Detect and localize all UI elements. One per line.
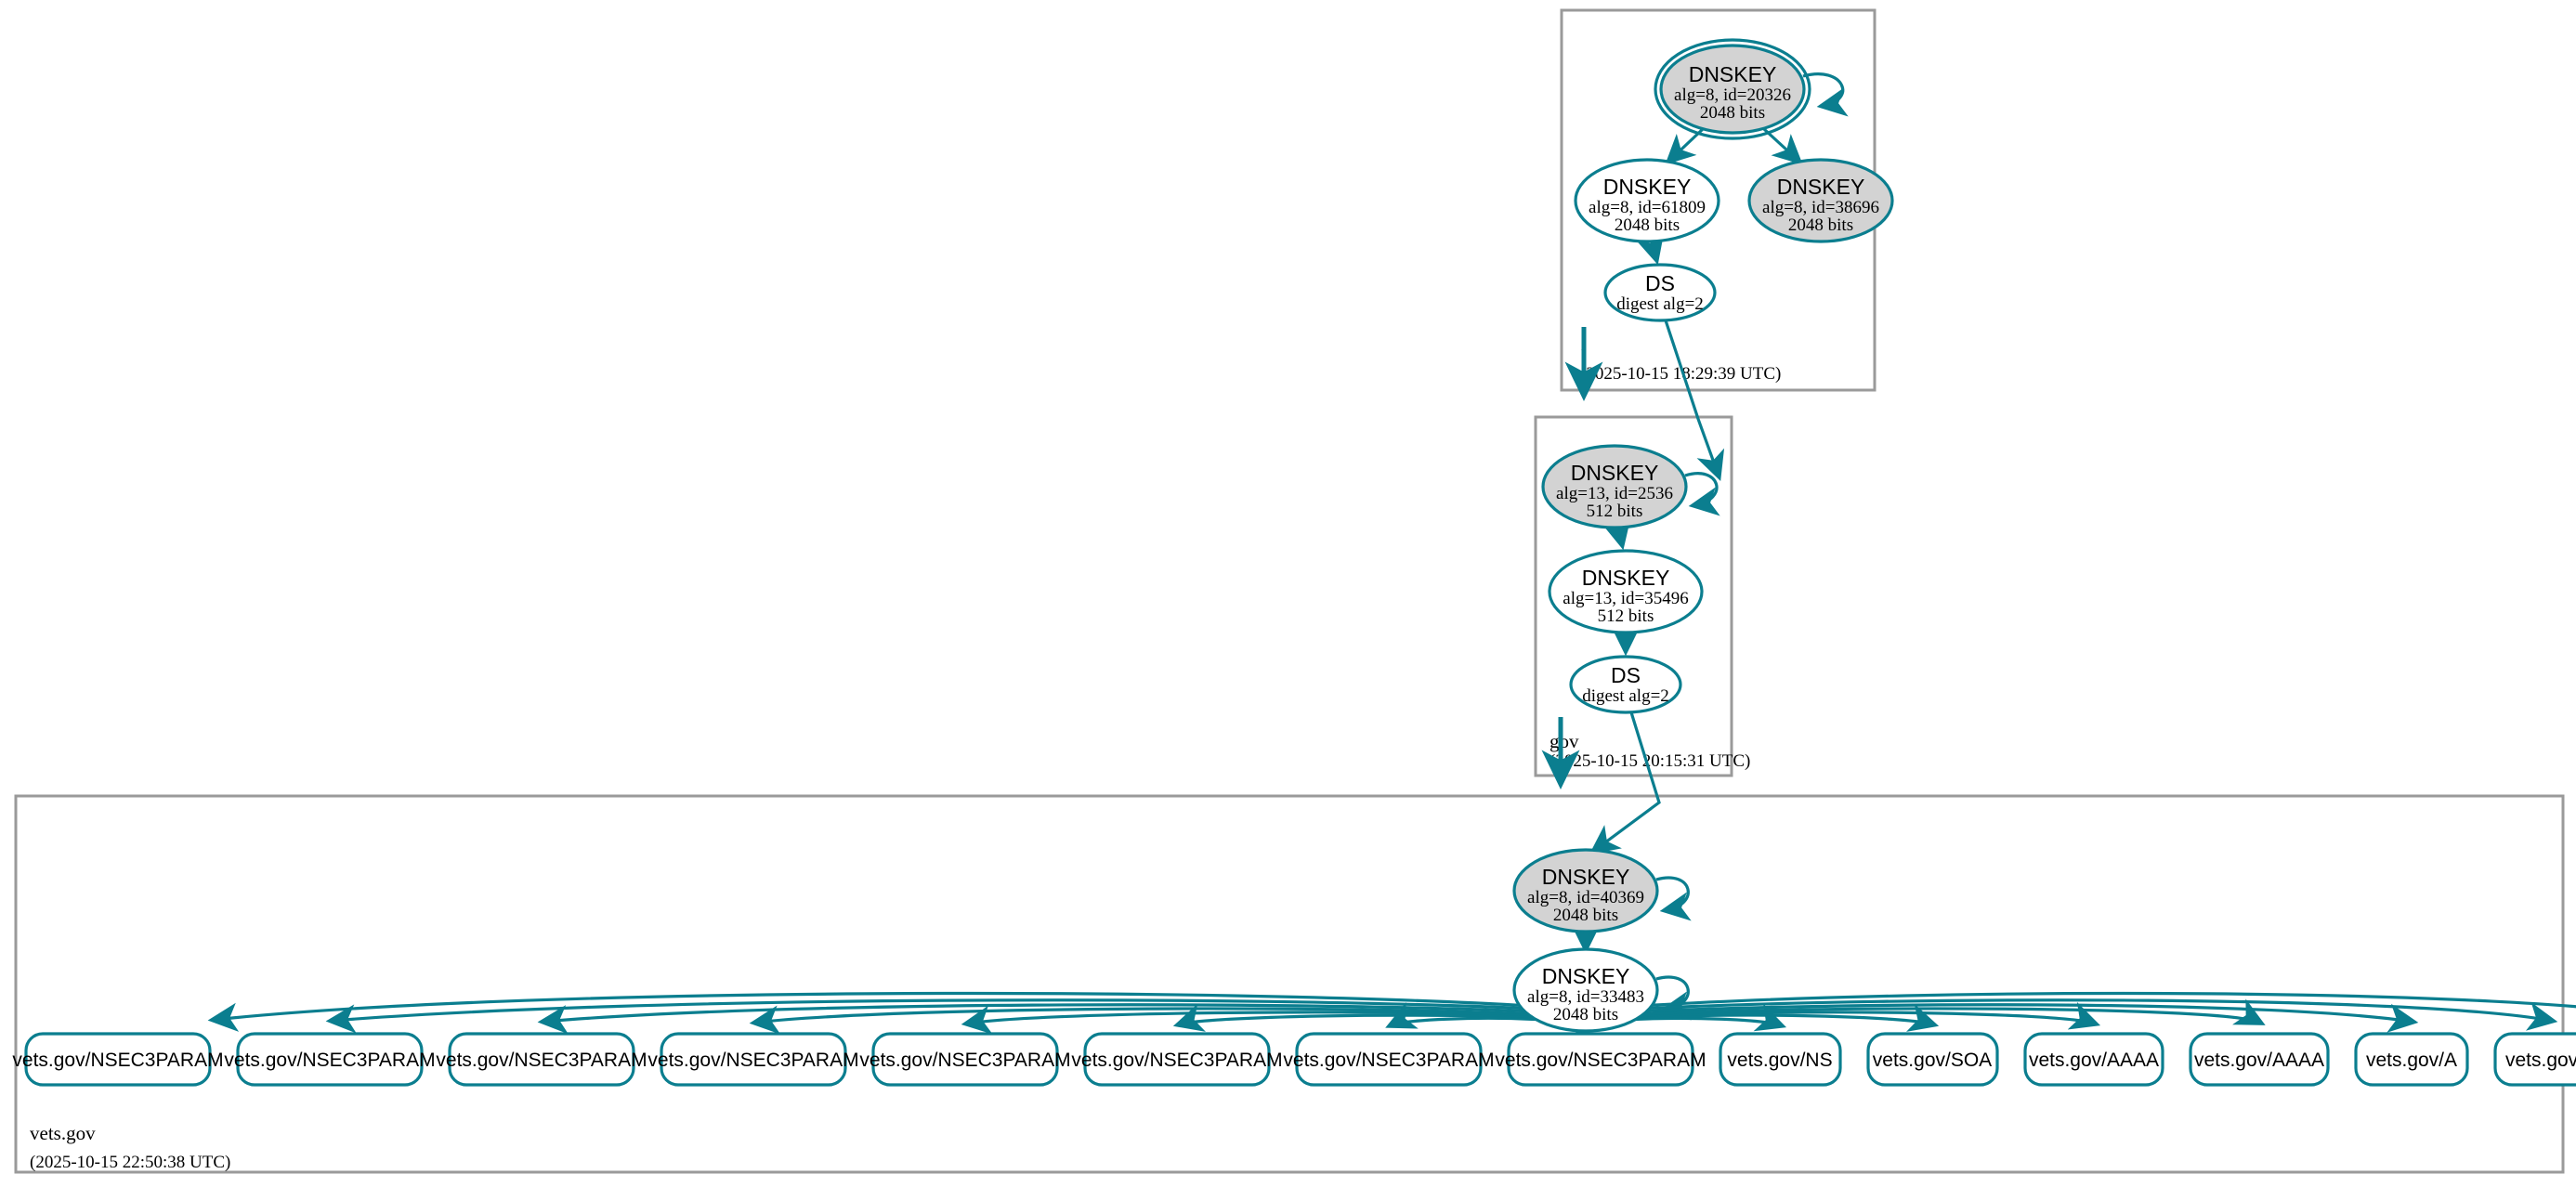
node-alg-id: alg=8, id=40369	[1527, 888, 1644, 907]
zone-timestamp-root: (2025-10-15 18:29:39 UTC)	[1580, 364, 1781, 384]
node-alg-id: alg=8, id=33483	[1527, 987, 1644, 1007]
edge-gov-ds-to-vets-ksk	[1589, 711, 1661, 854]
rrset-label: vets.gov/NSEC3PARAM	[436, 1050, 647, 1071]
rrset-node[interactable]: vets.gov/NSEC3PARAM	[1495, 1032, 1706, 1087]
node-dnskey-gov-zsk-35496[interactable]: DNSKEY alg=13, id=35496 512 bits	[1548, 549, 1704, 634]
node-dnskey-root-zsk-61809[interactable]: DNSKEY alg=8, id=61809 2048 bits	[1574, 158, 1720, 243]
edge-fan-zsk-to-rrsets	[207, 991, 2576, 1050]
node-dnskey-root-key-38696[interactable]: DNSKEY alg=8, id=38696 2048 bits	[1747, 158, 1894, 243]
rrset-node[interactable]: vets.gov/NSEC3PARAM	[224, 1032, 436, 1087]
node-ds-gov[interactable]: DS digest alg=2	[1569, 655, 1682, 714]
node-alg-id: alg=8, id=61809	[1589, 198, 1706, 217]
node-dnskey-gov-ksk-2536[interactable]: DNSKEY alg=13, id=2536 512 bits	[1541, 444, 1688, 529]
node-title: DNSKEY	[1571, 461, 1659, 485]
rrset-label: vets.gov/NS	[1727, 1050, 1832, 1071]
rrset-node[interactable]: vets.gov/NSEC3PARAM	[12, 1032, 224, 1087]
node-title: DNSKEY	[1603, 175, 1692, 199]
rrset-node[interactable]: vets.gov/A	[2354, 1032, 2469, 1087]
node-keysize: 512 bits	[1598, 607, 1654, 626]
rrset-label: vets.gov/AAAA	[2029, 1050, 2159, 1071]
node-title: DNSKEY	[1689, 62, 1777, 86]
node-alg-id: alg=13, id=35496	[1563, 589, 1688, 608]
rrset-node[interactable]: vets.gov/AAAA	[2189, 1032, 2330, 1087]
rrset-node[interactable]: vets.gov/AAAA	[2023, 1032, 2164, 1087]
rrset-label: vets.gov/NSEC3PARAM	[224, 1050, 435, 1071]
node-dnskey-vets-ksk-40369[interactable]: DNSKEY alg=8, id=40369 2048 bits	[1512, 848, 1659, 933]
rrset-label: vets.gov/NSEC3PARAM	[1495, 1050, 1706, 1071]
node-alg-id: alg=13, id=2536	[1556, 484, 1673, 503]
rrset-label: vets.gov/A	[2366, 1050, 2457, 1071]
rrset-node[interactable]: vets.gov/NSEC3PARAM	[436, 1032, 647, 1087]
node-keysize: 2048 bits	[1553, 906, 1618, 925]
zone-label-vets-gov: vets.gov	[30, 1122, 96, 1144]
node-title: DNSKEY	[1777, 175, 1865, 199]
node-keysize: 512 bits	[1587, 502, 1643, 521]
node-dnskey-root-ksk-20326[interactable]: DNSKEY alg=8, id=20326 2048 bits	[1654, 38, 1811, 140]
rrset-node[interactable]: vets.gov/NS	[1719, 1032, 1842, 1087]
rrset-label: vets.gov/NSEC3PARAM	[1071, 1050, 1282, 1071]
node-title: DNSKEY	[1542, 865, 1630, 889]
node-ds-root[interactable]: DS digest alg=2	[1603, 263, 1717, 322]
rrset-label: vets.gov/SOA	[1873, 1050, 1992, 1071]
rrset-node[interactable]: vets.gov/A	[2493, 1032, 2576, 1087]
rrset-list: vets.gov/NSEC3PARAM vets.gov/NSEC3PARAM …	[12, 1032, 2576, 1087]
node-alg-id: alg=8, id=38696	[1762, 198, 1879, 217]
rrset-node[interactable]: vets.gov/NSEC3PARAM	[859, 1032, 1071, 1087]
rrset-label: vets.gov/AAAA	[2194, 1050, 2324, 1071]
rrset-label: vets.gov/A	[2505, 1050, 2576, 1071]
zone-timestamp-gov: (2025-10-15 20:15:31 UTC)	[1550, 751, 1750, 771]
rrset-node[interactable]: vets.gov/NSEC3PARAM	[1283, 1032, 1495, 1087]
zone-timestamp-vets-gov: (2025-10-15 22:50:38 UTC)	[30, 1153, 230, 1172]
edge-root-zsk-to-ds	[1636, 232, 1665, 266]
node-alg-id: alg=8, id=20326	[1674, 85, 1791, 105]
node-keysize: 2048 bits	[1615, 215, 1680, 235]
edge-gov-ksk-self-sign	[1684, 472, 1720, 516]
rrset-label: vets.gov/NSEC3PARAM	[1283, 1050, 1494, 1071]
node-title: DNSKEY	[1582, 566, 1670, 590]
edge-vets-ksk-self-sign	[1655, 876, 1692, 921]
rrset-node[interactable]: vets.gov/SOA	[1866, 1032, 1999, 1087]
node-keysize: 2048 bits	[1553, 1005, 1618, 1024]
edge-root-ksk-self-sign	[1802, 72, 1849, 117]
node-dnskey-vets-zsk-33483[interactable]: DNSKEY alg=8, id=33483 2048 bits	[1512, 947, 1659, 1033]
edge-root-ds-to-gov-ksk	[1664, 320, 1725, 482]
zone-container-vets-gov: vets.gov (2025-10-15 22:50:38 UTC)	[14, 794, 2565, 1174]
node-title: DS	[1611, 663, 1641, 687]
edge-gov-ksk-to-zsk-35496	[1602, 517, 1631, 551]
zone-container-gov: gov (2025-10-15 20:15:31 UTC)	[1534, 415, 1750, 777]
node-title: DS	[1645, 271, 1675, 295]
node-keysize: 2048 bits	[1700, 103, 1765, 123]
zone-label-gov: gov	[1550, 730, 1579, 752]
rrset-node[interactable]: vets.gov/NSEC3PARAM	[647, 1032, 859, 1087]
node-title: DNSKEY	[1542, 964, 1630, 988]
node-digest-alg: digest alg=2	[1582, 686, 1669, 706]
rrset-label: vets.gov/NSEC3PARAM	[859, 1050, 1070, 1071]
rrset-label: vets.gov/NSEC3PARAM	[12, 1050, 223, 1071]
rrset-label: vets.gov/NSEC3PARAM	[647, 1050, 858, 1071]
node-keysize: 2048 bits	[1788, 215, 1853, 235]
rrset-node[interactable]: vets.gov/NSEC3PARAM	[1071, 1032, 1283, 1087]
edge-root-ksk-to-key-38696	[1762, 127, 1803, 165]
node-digest-alg: digest alg=2	[1616, 294, 1704, 314]
